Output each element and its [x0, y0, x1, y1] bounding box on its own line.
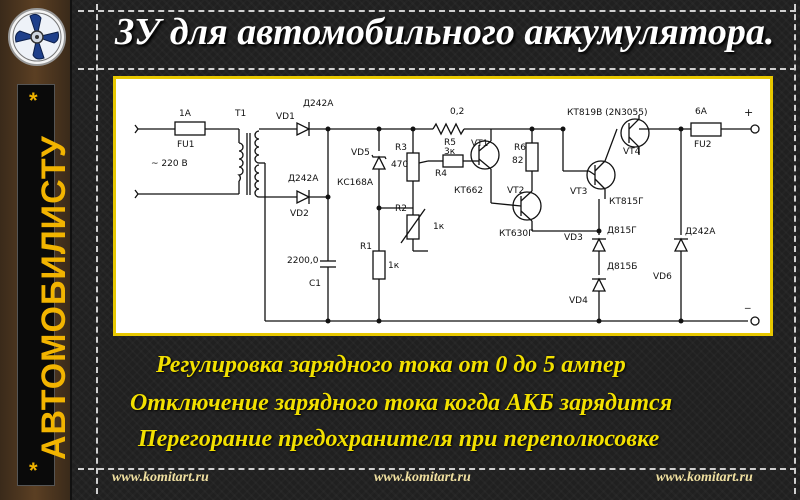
schematic-frame: 1А FU1 ~ 220 В T1 Д242А VD1 Д242А VD2 VD…: [113, 76, 773, 336]
t1-label: T1: [234, 109, 246, 119]
fu2-rating: 6А: [695, 107, 708, 117]
title-dashed-line: [78, 68, 796, 70]
vd4-label: VD4: [569, 296, 588, 306]
footer-link-center[interactable]: www.komitart.ru: [374, 470, 471, 485]
r2-label: R2: [395, 204, 407, 214]
feature-line-2: Отключение зарядного тока когда АКБ заря…: [130, 390, 673, 416]
vt2-type: КТ630Г: [499, 229, 534, 239]
c1-label: C1: [309, 279, 321, 289]
feature-line-3: Перегорание предохранителя при переполюс…: [138, 426, 660, 452]
vt3-label: VT3: [570, 187, 587, 197]
vd1-type: Д242А: [303, 99, 334, 109]
footer-link-right[interactable]: www.komitart.ru: [656, 470, 753, 485]
r3-value: 470: [391, 160, 408, 170]
vd1-label: VD1: [276, 112, 295, 122]
vt4-label: VT4: [623, 147, 641, 157]
right-dashed-line: [794, 4, 796, 494]
vt1-label: VT1: [471, 139, 488, 149]
vd6-type: Д242А: [685, 227, 716, 237]
vd3-type: Д815Г: [607, 226, 637, 236]
r1-value: 1к: [388, 261, 400, 271]
vd5-label: VD5: [351, 148, 370, 158]
vertical-banner-panel: [17, 84, 55, 486]
footer-dashed-line: [78, 468, 796, 470]
r6-label: R6: [514, 143, 526, 153]
charger-schematic: 1А FU1 ~ 220 В T1 Д242А VD1 Д242А VD2 VD…: [134, 99, 760, 326]
star-top: *: [29, 88, 38, 113]
vt2-label: VT2: [507, 186, 524, 196]
vt1-type: КТ662: [454, 186, 483, 196]
page-title: ЗУ для автомобильного аккумулятора.: [115, 11, 775, 53]
vt4-type: КТ819В (2N3055): [567, 108, 648, 118]
vd2-type: Д242А: [288, 174, 319, 184]
vt3-type: КТ815Г: [609, 197, 644, 207]
minus-terminal-label: _: [744, 296, 751, 309]
fu2-label: FU2: [694, 140, 712, 150]
fu1-label: FU1: [177, 140, 195, 150]
r4-label: R4: [435, 169, 447, 179]
top-dashed-line: [78, 10, 796, 12]
r2-value: 1к: [433, 222, 445, 232]
vd5-type: КС168А: [337, 178, 374, 188]
c1-value: 2200,0: [287, 256, 319, 266]
r5-value: 3к: [444, 147, 456, 157]
vertical-banner-text: АВТОМОБИЛИСТУ: [35, 135, 73, 460]
r3-label: R3: [395, 143, 407, 153]
left-sidebar: АВТОМОБИЛИСТУ * *: [0, 0, 73, 500]
r5-label: R5: [444, 138, 456, 148]
r6-value: 82: [512, 156, 523, 166]
feature-line-1: Регулировка зарядного тока от 0 до 5 амп…: [156, 352, 626, 378]
fu1-rating: 1А: [179, 109, 192, 119]
footer-link-left[interactable]: www.komitart.ru: [112, 470, 209, 485]
mains-label: ~ 220 В: [151, 159, 188, 169]
star-bottom: *: [29, 458, 38, 483]
shunt-value: 0,2: [450, 107, 464, 117]
propeller-icon[interactable]: [8, 8, 66, 66]
vd3-label: VD3: [564, 233, 583, 243]
plus-terminal-label: +: [744, 106, 753, 119]
r1-label: R1: [360, 242, 372, 252]
left-dashed-line: [96, 4, 98, 494]
vd2-label: VD2: [290, 209, 309, 219]
vd6-label: VD6: [653, 272, 672, 282]
vd4-type: Д815Б: [607, 262, 637, 272]
